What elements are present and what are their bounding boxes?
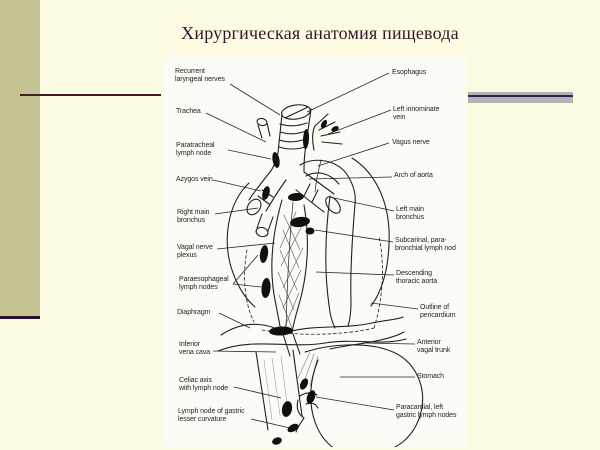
- label-anterior-vagal-trunk: Anterior vagal trunk: [417, 339, 451, 354]
- label-left-innominate-vein: Left innominate vein: [393, 106, 440, 121]
- leader-lines: [205, 72, 419, 429]
- title-rule-right-line: [468, 95, 573, 97]
- label-gastric-lesser-curvature-node: Lymph node of gastric lesser curvature: [178, 408, 245, 423]
- slide-title: Хирургическая анатомия пищевода: [181, 23, 459, 43]
- label-right-main-bronchus: Right main bronchus: [177, 209, 210, 224]
- label-paracardial-gastric-lymph-nodes: Paracardial, left gastric lymph nodes: [396, 404, 457, 419]
- label-trachea: Trachea: [176, 108, 201, 115]
- title-rule-left: [20, 94, 161, 96]
- label-descending-thoracic-aorta: Descending thoracic aorta: [396, 270, 438, 285]
- label-celiac-axis: Celiac axis with lymph node: [179, 377, 229, 392]
- label-paraesophageal-lymph-nodes: Paraesophageal lymph nodes: [179, 276, 229, 291]
- label-recurrent-laryngeal-nerves: Recurrent laryngeal nerves: [175, 68, 225, 83]
- label-left-main-bronchus: Left main bronchus: [396, 206, 424, 221]
- label-esophagus: Esophagus: [392, 69, 427, 76]
- label-arch-of-aorta: Arch of aorta: [394, 172, 433, 179]
- left-accent-bar: [0, 0, 40, 316]
- label-paratracheal-lymph-node: Paratracheal lymph node: [176, 142, 215, 157]
- label-stomach: Stomach: [417, 373, 444, 380]
- anatomy-drawing: [205, 72, 424, 447]
- title-rule-right-band: [468, 92, 573, 103]
- label-diaphragm: Diaphragm: [177, 309, 211, 316]
- label-outline-of-pericardium: Outline of pericardium: [420, 304, 456, 319]
- lymph-nodes: [259, 119, 339, 445]
- label-subcarinal-lymph-nodes: Subcarinal, para- bronchial lymph nod: [395, 237, 456, 252]
- label-azygos-vein: Azygos vein: [176, 176, 213, 183]
- label-vagal-nerve-plexus: Vagal nerve plexus: [177, 244, 213, 259]
- left-accent-bar-underline: [0, 316, 40, 319]
- label-inferior-vena-cava: Inferior vena cava: [179, 341, 211, 356]
- label-vagus-nerve: Vagus nerve: [392, 139, 430, 146]
- anatomy-diagram: Recurrent laryngeal nerves Trachea Parat…: [163, 57, 466, 447]
